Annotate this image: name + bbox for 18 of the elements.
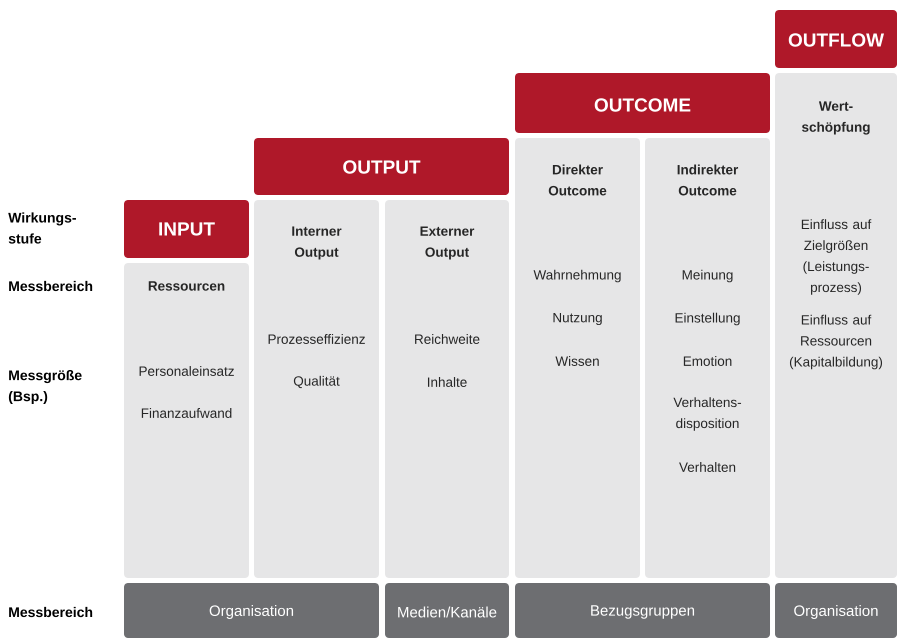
column-panel: Ressourcen Personaleinsatz Finanzaufwand <box>124 263 249 578</box>
stage-header: INPUT <box>124 200 249 258</box>
column-panel: Externer Output Reichweite Inhalte <box>385 200 509 578</box>
stage-header: OUTCOME <box>515 73 770 133</box>
column-panel: Indirekter Outcome Meinung Einstellung Emotion Verhaltens- disposition Verhalten <box>645 138 770 578</box>
category-bar: Organisation <box>775 583 897 638</box>
category-bar: Bezugsgruppen <box>515 583 770 638</box>
row-label: Messgröße (Bsp.) <box>8 370 82 404</box>
column-panel: Direkter Outcome Wahrnehmung Nutzung Wissen <box>515 138 640 578</box>
stage-header: OUTFLOW <box>775 10 897 68</box>
category-bar: Organisation <box>124 583 379 638</box>
stage-header: OUTPUT <box>254 138 509 195</box>
column-panel: Interner Output Prozesseffizienz Qualität <box>254 200 379 578</box>
row-label: Messbereich <box>9 606 92 618</box>
category-bar: Medien/Kanäle <box>385 583 509 638</box>
row-label: Messbereich <box>9 280 92 292</box>
column-panel: Wert- schöpfung Einfluss auf Zielgrößen (Leistungs- prozess) Einfluss auf Ressourcen (Kapitalbildung) <box>775 73 897 578</box>
row-label: Wirkungs- stufe <box>8 212 76 244</box>
